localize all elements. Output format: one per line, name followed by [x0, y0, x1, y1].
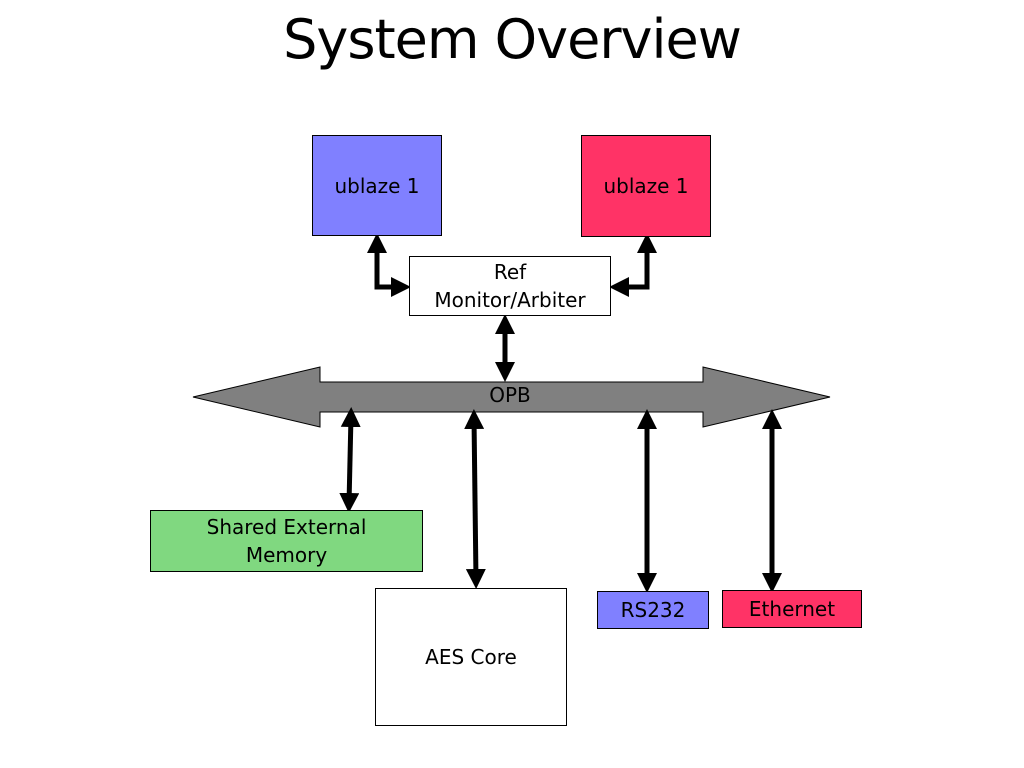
ethernet-block: Ethernet [722, 590, 862, 628]
opb-to-shared-memory-connector [339, 407, 361, 513]
shared-external-memory-block: Shared External Memory [150, 510, 423, 572]
ublaze-right-block: ublaze 1 [581, 135, 711, 237]
shared-memory-label-line2: Memory [245, 543, 328, 567]
ublaze-right-to-arbiter-connector [609, 233, 657, 297]
ublaze-left-label: ublaze 1 [334, 173, 420, 198]
rs232-label: RS232 [620, 598, 686, 622]
ublaze-left-block: ublaze 1 [312, 135, 442, 236]
ref-monitor-label-line1: Ref [493, 260, 527, 284]
rs232-block: RS232 [597, 591, 709, 629]
opb-to-aes-core-connector [464, 409, 486, 589]
shared-memory-label-line1: Shared External [206, 515, 367, 539]
aes-core-label: AES Core [425, 645, 517, 669]
aes-core-block: AES Core [375, 588, 567, 726]
ethernet-label: Ethernet [748, 597, 836, 621]
ublaze-right-label: ublaze 1 [603, 174, 689, 198]
opb-bus-label: OPB [489, 383, 531, 407]
ref-monitor-label-line2: Monitor/Arbiter [434, 288, 586, 312]
ref-monitor-arbiter-block: Ref Monitor/Arbiter [409, 256, 611, 316]
slide-title: System Overview [283, 8, 742, 71]
ublaze-left-to-arbiter-connector [367, 233, 411, 297]
